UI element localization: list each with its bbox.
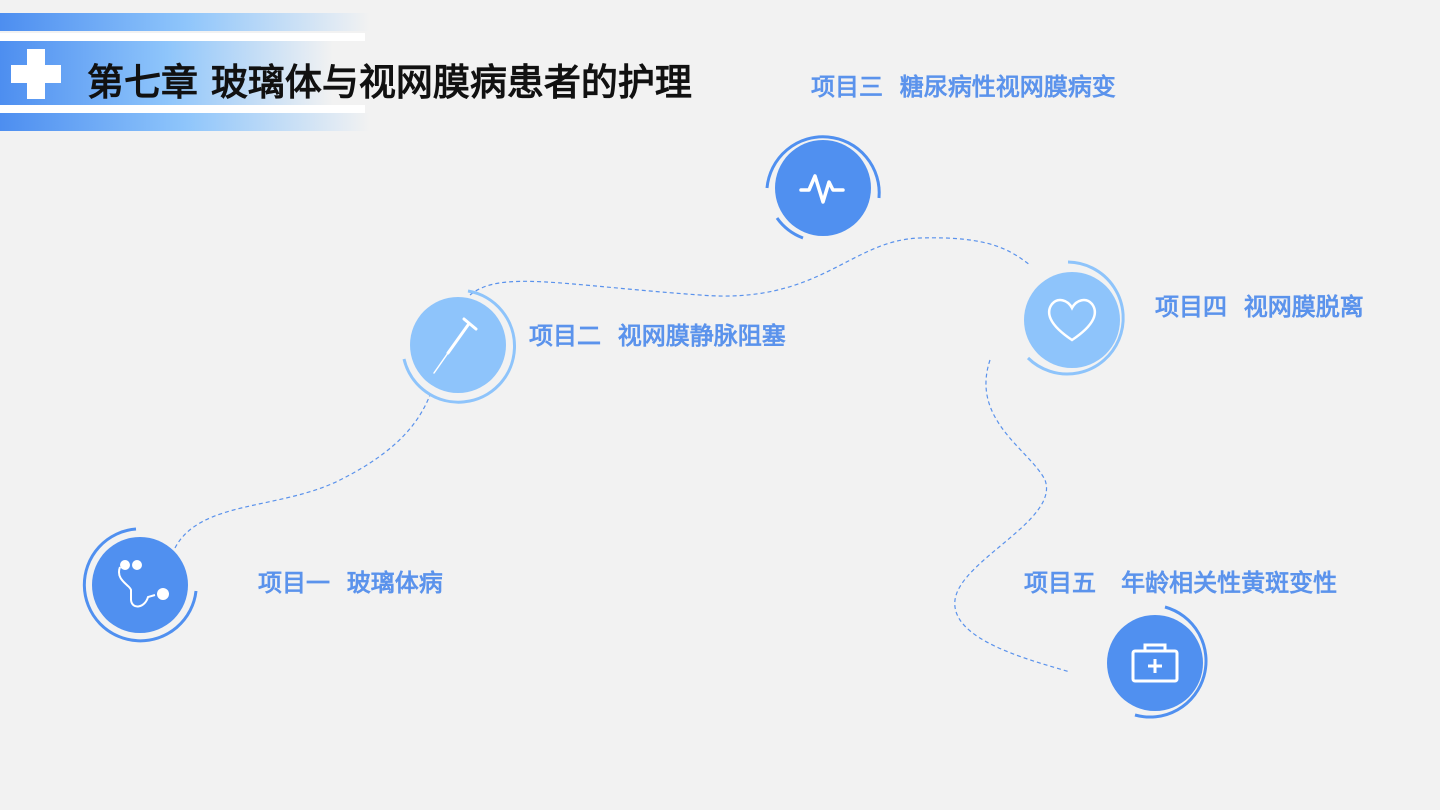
medical-kit-icon — [1131, 643, 1179, 683]
node-3[interactable] — [763, 128, 883, 248]
item-3-label[interactable]: 项目三 糖尿病性视网膜病变 — [811, 73, 1116, 101]
node-1[interactable] — [80, 525, 200, 645]
pulse-icon — [799, 174, 845, 204]
page-title: 第七章 玻璃体与视网膜病患者的护理 — [87, 61, 692, 104]
heart-icon — [1047, 298, 1097, 342]
divider — [0, 33, 365, 41]
item-1-label[interactable]: 项目一 玻璃体病 — [258, 569, 443, 597]
stethoscope-icon — [118, 560, 169, 608]
item-4-label[interactable]: 项目四 视网膜脱离 — [1155, 293, 1364, 321]
header-band-bottom — [0, 113, 370, 131]
node-2[interactable] — [398, 285, 518, 405]
node-5[interactable] — [1095, 605, 1215, 725]
item-5-label[interactable]: 项目五 年龄相关性黄斑变性 — [1024, 569, 1338, 597]
medical-cross-icon — [11, 49, 61, 99]
header-band — [0, 41, 370, 113]
syringe-icon — [433, 317, 478, 374]
divider — [0, 105, 365, 113]
header-band-top — [0, 13, 370, 31]
item-2-label[interactable]: 项目二 视网膜静脉阻塞 — [529, 322, 786, 350]
node-4[interactable] — [1008, 258, 1128, 378]
